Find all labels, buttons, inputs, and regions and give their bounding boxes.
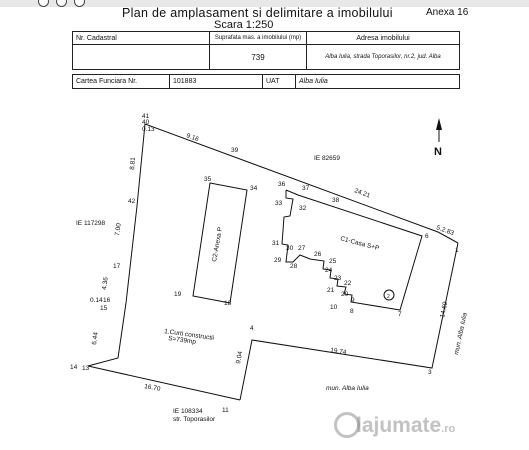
point-label: 42 <box>128 198 136 205</box>
ring-hole-icon <box>74 0 85 7</box>
parcel-bottom-boundary <box>87 365 241 401</box>
distance-label: 9.04 <box>235 350 244 364</box>
point-label: 39 <box>231 147 239 154</box>
point-label: 8 <box>350 308 354 315</box>
distance-label: 6.44 <box>91 331 100 345</box>
surface-label: Suprafata mas. a imobilului (mp) <box>209 30 307 46</box>
address-value: Alba Iulia, strada Toporasilor, nr.2, ju… <box>306 44 460 70</box>
point-label: 27 <box>298 245 306 252</box>
point-label: 6 <box>425 233 429 240</box>
point-label: 16 <box>103 297 111 304</box>
point-label: 4 <box>250 325 254 332</box>
point-label: 20 <box>341 291 349 298</box>
top-bar <box>0 0 529 7</box>
point-label: 23 <box>334 275 342 282</box>
circle-marker-label: 2 <box>387 294 390 300</box>
point-label: 15 <box>100 305 108 312</box>
point-label: 18 <box>224 300 232 307</box>
distance-label: 7.00 <box>114 222 123 236</box>
point-label: 1 <box>455 247 459 254</box>
watermark: lajumate.ro <box>356 414 455 438</box>
circle-marker-icon <box>383 289 395 301</box>
distance-label: 16.70 <box>144 383 162 393</box>
point-label: 11 <box>222 407 229 414</box>
point-label: 40 <box>142 119 150 126</box>
distance-label: 5.2.83 <box>435 224 455 237</box>
point-label: 28 <box>290 263 298 270</box>
building-c2-outline <box>192 182 248 304</box>
point-label: 19 <box>174 291 182 298</box>
neighbor-left: IE 117298 <box>76 220 106 227</box>
point-label: 30 <box>286 245 294 252</box>
distance-label: 24.21 <box>353 187 371 199</box>
point-label: 26 <box>314 251 322 258</box>
point-label: 32 <box>299 205 307 212</box>
point-label: 37 <box>302 185 310 192</box>
parcel-boundary <box>87 123 146 367</box>
parcel-top-boundary <box>144 123 459 244</box>
building-c1-label: C1-Casa S+P <box>339 235 379 252</box>
point-label: 31 <box>272 240 280 247</box>
point-label: 36 <box>278 181 286 188</box>
distance-label: 4.36 <box>101 276 110 290</box>
watermark-logo-icon <box>334 412 360 438</box>
distance-label: 9.16 <box>185 132 200 143</box>
ring-hole-icon <box>38 0 49 7</box>
cadastral-value <box>72 44 210 70</box>
neighbor-bottom: IE 108334 <box>173 408 203 415</box>
point-label: 17 <box>113 263 121 270</box>
point-label: 25 <box>329 258 337 265</box>
parcel-right-boundary <box>239 242 459 401</box>
point-label: 22 <box>344 280 352 287</box>
land-registry-table: Cartea Funciara Nr. 101883 UAT Alba Iuli… <box>72 74 460 89</box>
document-title: Plan de amplasament si delimitare a imob… <box>122 6 393 20</box>
distance-label: 0.13 <box>142 126 155 133</box>
building-c2-label: C2-Anexa P <box>211 227 224 263</box>
watermark-suffix: .ro <box>441 423 456 435</box>
scale-label: Scara 1:250 <box>214 19 274 31</box>
point-label: 38 <box>332 197 340 204</box>
north-label: N <box>434 146 442 158</box>
ring-hole-icon <box>56 0 67 7</box>
point-label: 41 <box>142 113 150 120</box>
point-label: 29 <box>274 257 282 264</box>
watermark-brand: lajumate <box>356 414 442 437</box>
distance-label: 8.81 <box>129 157 137 171</box>
neighbor-top: IE 82659 <box>314 155 340 162</box>
north-arrow-head-icon <box>436 118 442 130</box>
point-label: 33 <box>275 200 283 207</box>
point-label: 3 <box>428 369 432 376</box>
point-label: 14 <box>70 364 78 371</box>
distance-label: 0.14 <box>90 297 103 304</box>
property-info-table: Nr. Cadastral Suprafata mas. a imobilulu… <box>72 30 460 70</box>
street-label: str. Toporasilor <box>173 416 216 423</box>
point-label: 35 <box>204 176 212 183</box>
uat-value: Alba Iulia <box>295 74 460 89</box>
distance-label: 14.69 <box>439 301 449 319</box>
point-label: 34 <box>250 185 258 192</box>
point-label: 9 <box>351 297 355 304</box>
address-label: Adresa imobilului <box>306 30 460 46</box>
distance-label: 19.74 <box>330 347 347 356</box>
court-area: S=739mp <box>168 335 197 346</box>
annex-label: Anexa 16 <box>426 7 469 18</box>
mun-right: mun. Alba Iulia <box>453 312 469 356</box>
point-label: 7 <box>398 311 402 318</box>
point-label: 13 <box>82 365 90 372</box>
point-label: 10 <box>330 304 338 311</box>
building-c1-outline <box>281 189 423 311</box>
point-label: 21 <box>327 287 335 294</box>
point-label: 24 <box>325 267 333 274</box>
mun-bottom: mun. Alba Iulia <box>326 385 369 392</box>
